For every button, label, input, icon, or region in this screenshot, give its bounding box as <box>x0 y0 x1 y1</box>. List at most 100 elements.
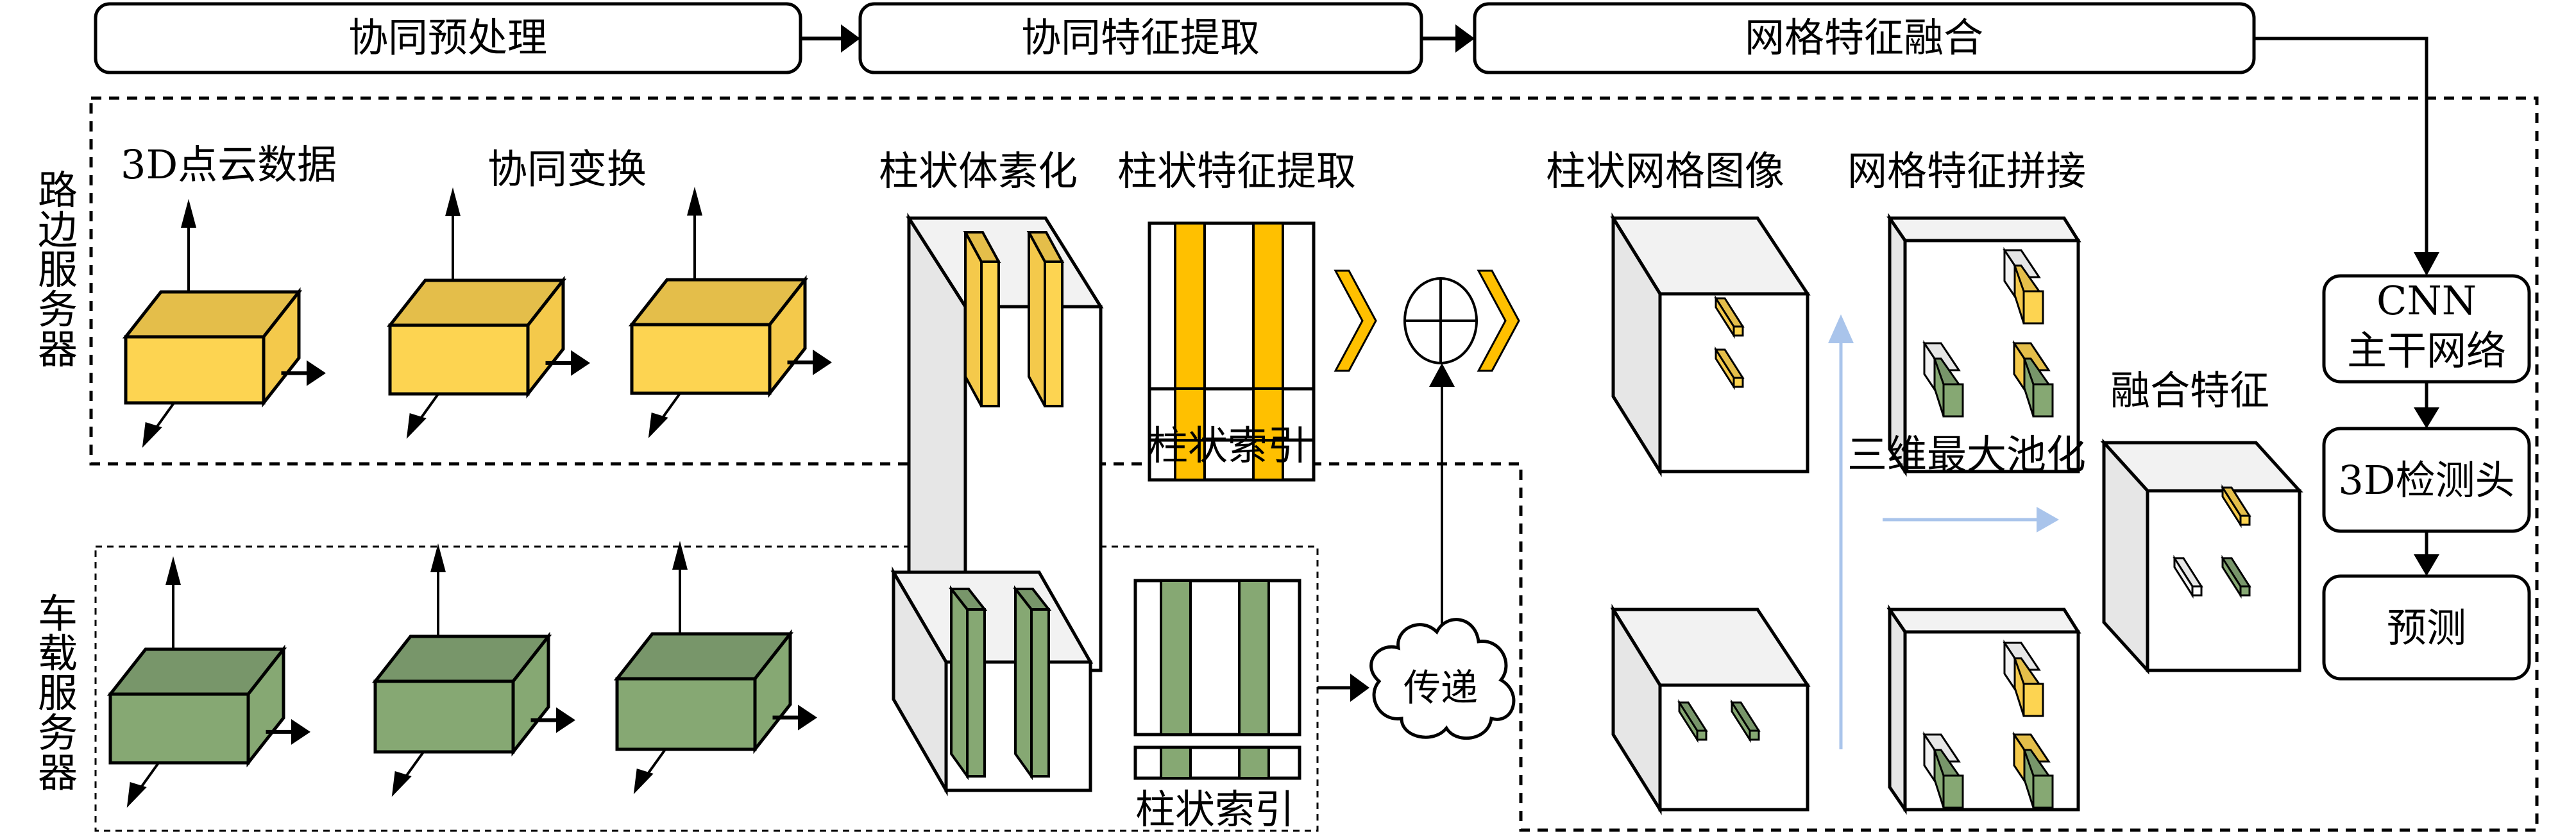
arrow-down-left-icon <box>391 771 412 797</box>
arrow-right-icon <box>556 707 575 733</box>
roadside-side-label: 路 边 服 务 器 <box>38 167 78 373</box>
detect-head-box[interactable]: 3D检测头 <box>2322 427 2531 533</box>
arrow-head-icon <box>2414 252 2439 276</box>
cube-front <box>108 692 250 765</box>
title-transform: 协同变换 <box>487 146 647 192</box>
roadside-grid-bars <box>1714 294 1745 391</box>
arrow-right-icon <box>798 704 817 731</box>
side-char: 路 <box>38 167 78 214</box>
arrow-up-icon <box>1828 314 1854 343</box>
index-stripe <box>1174 387 1206 441</box>
point-cloud-cube <box>106 556 310 808</box>
title-point-cloud: 3D点云数据 <box>121 141 337 188</box>
pillar-index-label: 柱状索引 <box>1148 422 1307 469</box>
arrow-down-left-icon <box>633 769 654 794</box>
point-cloud-cube <box>386 187 590 439</box>
arrow-up-icon <box>445 187 461 216</box>
bar-front <box>1696 729 1707 741</box>
pillar <box>1026 231 1065 407</box>
arrow-head-icon <box>1350 674 1369 702</box>
arrow-up-icon <box>165 556 181 585</box>
feature-bar <box>2221 484 2251 529</box>
arrow-head-icon <box>2414 554 2439 576</box>
bar-front <box>2191 585 2203 597</box>
stage-grid-fusion-label: 网格特征融合 <box>1745 14 1983 61</box>
feature-stack <box>2003 640 2044 717</box>
predict-box[interactable]: 预测 <box>2322 574 2531 681</box>
point-cloud-cubes <box>106 187 832 808</box>
arrow-right-icon <box>291 719 310 745</box>
side-char: 器 <box>38 326 78 373</box>
concat-stacks <box>1922 247 2054 809</box>
arrow-up-icon <box>672 541 688 570</box>
roadside-pillar-feature: 柱状索引 <box>1148 221 1316 482</box>
feature-bar <box>1677 699 1708 744</box>
bar-front <box>1749 729 1760 741</box>
stack-front <box>2032 774 2054 809</box>
stack-front <box>2022 290 2044 325</box>
title-concat: 网格特征拼接 <box>1847 148 2086 194</box>
point-cloud-cube <box>371 543 575 797</box>
arrow-right-icon <box>571 350 590 376</box>
point-cloud-cube <box>628 187 832 438</box>
feature-stack <box>2012 731 2054 809</box>
cube-front <box>124 335 266 405</box>
feature-stack <box>1922 731 1964 809</box>
pillar <box>948 585 988 781</box>
pillar <box>1012 585 1052 781</box>
backbone-box[interactable]: CNN 主干网络 <box>2322 274 2531 384</box>
title-voxelize: 柱状体素化 <box>879 148 1078 194</box>
cloud-icon[interactable] <box>1369 618 1516 740</box>
max-pool-label: 三维最大池化 <box>1847 431 2086 478</box>
detect-head-label: 3D检测头 <box>2338 457 2514 504</box>
feature-bar <box>1714 346 1745 391</box>
feature-bar <box>1714 294 1745 339</box>
arrow-head-icon <box>2414 407 2439 429</box>
side-char: 务 <box>38 286 78 333</box>
side-char: 边 <box>38 207 78 253</box>
stage-feature-extract[interactable]: 协同特征提取 <box>858 2 1423 74</box>
side-char: 服 <box>38 246 78 293</box>
fused-feature-block <box>2100 438 2303 675</box>
feature-stripe <box>1160 579 1192 736</box>
arrow-head-icon <box>1455 24 1475 53</box>
stack-front <box>2032 383 2054 418</box>
pipeline: 协同预处理 协同特征提取 网格特征融合 <box>94 2 2439 276</box>
vehicle-grid-image <box>1610 604 1811 815</box>
roadside-grid-image <box>1610 212 1811 477</box>
cube-front <box>630 323 772 395</box>
bar-front <box>2239 585 2251 597</box>
bar-front <box>2239 515 2251 526</box>
arrow-right-icon <box>813 349 832 375</box>
bar-front <box>1733 377 1744 388</box>
arrow-up-icon <box>687 187 702 216</box>
arrow-down-left-icon <box>406 413 427 439</box>
title-pillar-feature: 柱状特征提取 <box>1117 148 1356 194</box>
feature-stack <box>2012 340 2054 418</box>
side-char: 服 <box>38 670 78 717</box>
index-stripe <box>1252 387 1284 441</box>
stack-front <box>2022 683 2044 717</box>
chevron-right-icon <box>1334 269 1377 372</box>
fused-feature-bars <box>2173 484 2251 599</box>
index-stripe <box>1238 746 1270 779</box>
roadside-region <box>89 96 2539 832</box>
index-stripe <box>1160 746 1192 779</box>
vehicle-grid-bars <box>1677 699 1761 744</box>
stack-front <box>1942 774 1964 809</box>
vehicle-voxel-block <box>890 566 1094 797</box>
title-grid-image: 柱状网格图像 <box>1546 148 1784 194</box>
cube-front <box>373 679 515 754</box>
stage-preprocess[interactable]: 协同预处理 <box>94 2 802 74</box>
pillar <box>963 231 1001 407</box>
arrow-head-icon <box>1429 363 1455 387</box>
backbone-label-2: 主干网络 <box>2347 327 2506 374</box>
transmit-label: 传递 <box>1403 666 1478 710</box>
arrow-right-icon <box>2037 507 2059 532</box>
arrow-right-icon <box>307 360 326 386</box>
arrow-down-left-icon <box>142 422 162 448</box>
stage-grid-fusion[interactable]: 网格特征融合 <box>1473 2 2256 74</box>
chevron-right-icon <box>1477 269 1520 372</box>
stack-front <box>1942 383 1964 418</box>
cube-front <box>388 323 530 396</box>
